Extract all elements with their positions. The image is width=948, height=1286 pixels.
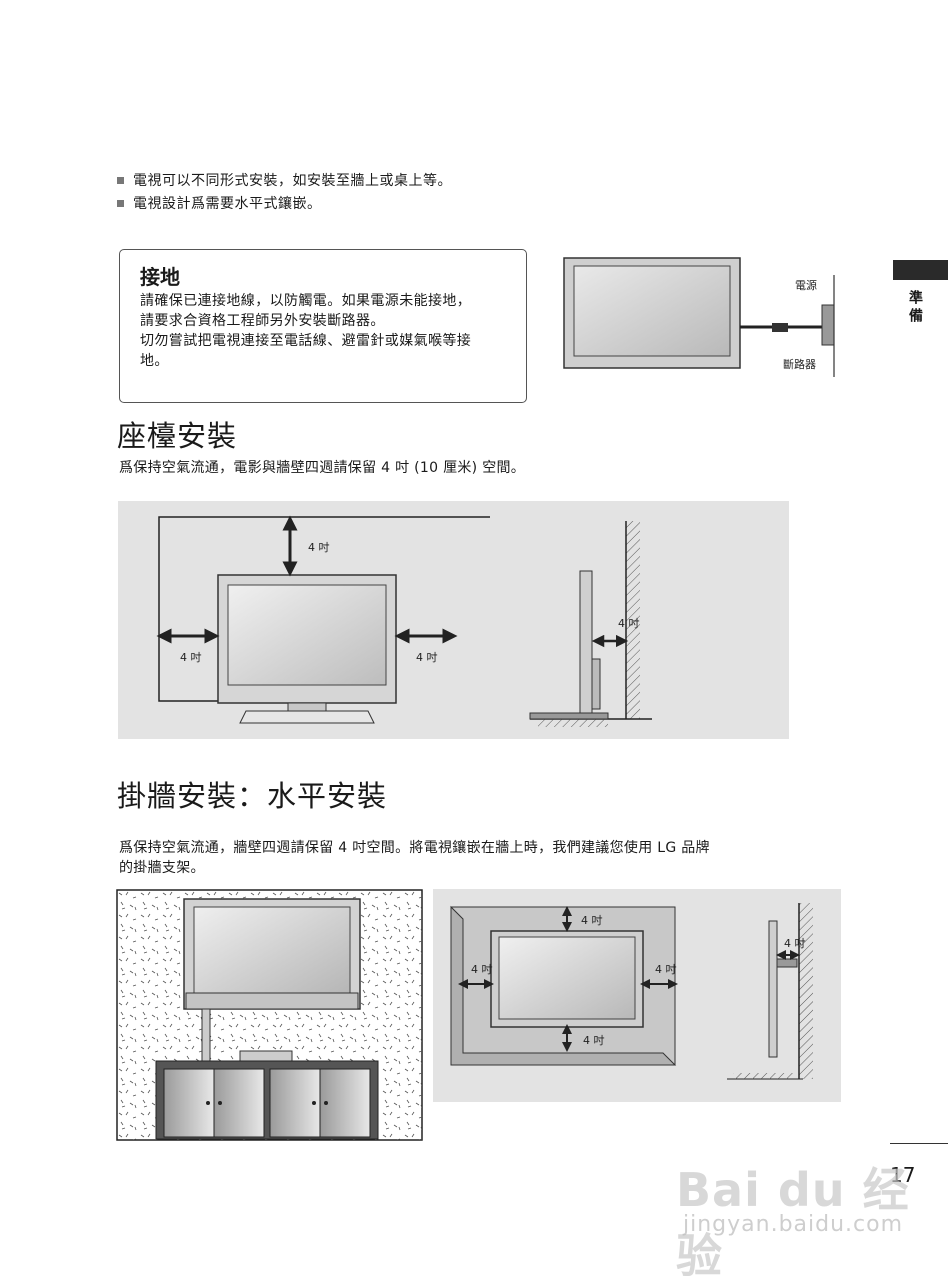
grounding-line: 切勿嘗試把電視連接至電話線、避雷針或媒氣喉等接 bbox=[140, 333, 472, 349]
side-tab-label: 準備 bbox=[907, 290, 923, 326]
gap-label-right: 4 吋 bbox=[655, 963, 677, 976]
grounding-line: 地。 bbox=[140, 353, 169, 369]
grounding-note-box bbox=[119, 249, 527, 403]
wall-section-title: 掛牆安裝：水平安裝 bbox=[117, 779, 388, 813]
page-number: 17 bbox=[890, 1163, 916, 1187]
bullet-text: 電視可以不同形式安裝，如安裝至牆上或桌上等。 bbox=[133, 173, 452, 189]
gap-label-side: 4 吋 bbox=[784, 937, 806, 950]
bullet-square-icon bbox=[117, 200, 124, 207]
desk-section-title: 座檯安裝 bbox=[117, 419, 238, 453]
bullet-item: 電視可以不同形式安裝，如安裝至牆上或桌上等。 bbox=[117, 170, 452, 190]
gap-label-top: 4 吋 bbox=[581, 914, 603, 927]
breaker-label: 斷路器 bbox=[783, 358, 816, 371]
wall-mount-room-illustration bbox=[116, 889, 423, 1141]
desk-section-text: 爲保持空氣流通，電影與牆壁四週請保留 4 吋 (10 厘米) 空間。 bbox=[119, 460, 526, 476]
gap-label-side: 4 吋 bbox=[618, 617, 640, 630]
grounding-line: 請確保已連接地線，以防觸電。如果電源未能接地， bbox=[140, 293, 472, 309]
wall-section-text-line1: 爲保持空氣流通，牆壁四週請保留 4 吋空間。將電視鑲嵌在牆上時，我們建議您使用 … bbox=[119, 840, 710, 856]
wall-section-text-line2: 的掛牆支架。 bbox=[119, 860, 205, 876]
grounding-illustration: 電源 斷路器 bbox=[563, 257, 835, 377]
power-label: 電源 bbox=[795, 278, 817, 292]
watermark-brand: Bai du 经验 bbox=[676, 1163, 910, 1283]
gap-label-right: 4 吋 bbox=[416, 651, 438, 664]
wall-mount-clearance-diagram: 4 吋 4 吋 4 吋 4 吋 4 吋 bbox=[433, 889, 841, 1102]
gap-label-left: 4 吋 bbox=[180, 651, 202, 664]
grounding-line: 請要求合資格工程師另外安裝斷路器。 bbox=[140, 313, 385, 329]
bullet-text: 電視設計爲需要水平式鑲嵌。 bbox=[133, 196, 322, 212]
gap-label-bottom: 4 吋 bbox=[583, 1034, 605, 1047]
bullet-square-icon bbox=[117, 177, 124, 184]
bullet-item: 電視設計爲需要水平式鑲嵌。 bbox=[117, 193, 322, 213]
grounding-title: 接地 bbox=[140, 265, 180, 289]
gap-label-top: 4 吋 bbox=[308, 541, 330, 554]
watermark-url: jingyan.baidu.com bbox=[683, 1212, 904, 1237]
page-number-rule bbox=[890, 1143, 948, 1144]
gap-label-left: 4 吋 bbox=[471, 963, 493, 976]
side-tab bbox=[893, 260, 948, 280]
desk-installation-diagram: 4 吋 4 吋 4 吋 4 吋 bbox=[118, 501, 789, 739]
